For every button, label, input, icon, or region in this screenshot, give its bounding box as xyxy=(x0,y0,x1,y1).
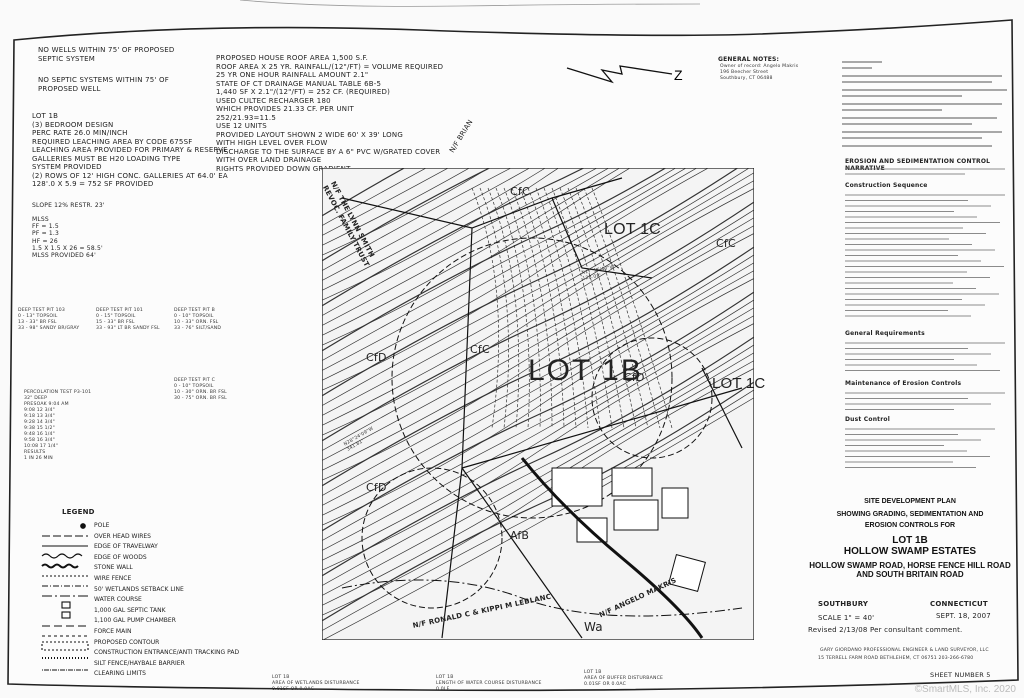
dust-control-lines xyxy=(845,428,995,468)
general-requirements-heading: General Requirements xyxy=(845,330,925,337)
buffer-disturbance-note: LOT 1B AREA OF BUFFER DISTURBANCE 0.01SF… xyxy=(584,670,664,687)
roof-drainage-notes: PROPOSED HOUSE ROOF AREA 1,500 S.F. ROOF… xyxy=(216,54,444,173)
title-road-2: AND SOUTH BRITAIN ROAD xyxy=(856,570,964,579)
site-plan-map xyxy=(322,168,754,640)
title-revised: Revised 2/13/08 Per consultant comment. xyxy=(808,626,963,634)
lot-1b-label: LOT 1B xyxy=(528,354,643,387)
maintenance-lines xyxy=(845,392,1005,410)
title-scale: SCALE 1" = 40' xyxy=(818,614,875,622)
legend-item: WIRE FENCE xyxy=(94,575,132,582)
legend-item: EDGE OF WOODS xyxy=(94,553,147,561)
title-road-1: HOLLOW SWAMP ROAD, HORSE FENCE HILL ROAD xyxy=(809,561,1011,570)
construction-sequence-heading: Construction Sequence xyxy=(845,182,928,189)
title-lot: LOT 1B xyxy=(892,535,928,546)
general-notes-text-lines xyxy=(842,61,1007,147)
legend-item: FORCE MAIN xyxy=(94,628,132,635)
legend-item: STONE WALL xyxy=(94,564,133,572)
erosion-narrative-lines xyxy=(845,168,1005,175)
legend-item: 1,100 GAL PUMP CHAMBER xyxy=(94,617,176,625)
soil-cfd-2: CfD xyxy=(366,481,387,494)
test-pit-101: DEEP TEST PIT 101 0 - 15" TOPSOIL 15 - 3… xyxy=(96,308,160,331)
septic-note: NO SEPTIC SYSTEMS WITHIN 75' OF PROPOSED… xyxy=(38,76,169,93)
title-estate: HOLLOW SWAMP ESTATES xyxy=(843,546,977,557)
north-arrow-icon: Z xyxy=(566,65,683,84)
title-line-1: SITE DEVELOPMENT PLAN xyxy=(864,498,956,505)
lot-info-note: LOT 1B (3) BEDROOM DESIGN PERC RATE 26.0… xyxy=(32,112,228,188)
watercourse-disturbance-note: LOT 1B LENGTH OF WATER COURSE DISTURBANC… xyxy=(436,675,542,692)
soil-cfd-3: CfD xyxy=(624,371,645,384)
title-block: SITE DEVELOPMENT PLAN SHOWING GRADING, S… xyxy=(800,498,1020,579)
title-line-3: EROSION CONTROLS FOR xyxy=(864,522,956,529)
legend-symbols xyxy=(41,523,89,671)
wetlands-disturbance-note: LOT 1B AREA OF WETLANDS DISTURBANCE 0.01… xyxy=(272,675,360,692)
legend-item: 50' WETLANDS SETBACK LINE xyxy=(94,585,184,593)
soil-cfc-1: CfC xyxy=(510,185,530,198)
soil-afb: AfB xyxy=(510,529,530,542)
general-notes-heading: GENERAL NOTES: xyxy=(718,56,780,63)
test-pit-b: DEEP TEST PIT B 0 - 10" TOPSOIL 10 - 33"… xyxy=(174,308,222,331)
mlss-note: MLSS FF = 1.5 PF = 1.3 HF = 26 1.5 X 1.5… xyxy=(32,216,103,260)
surveyor-address: 15 TERRELL FARM ROAD BETHLEHEM, CT 06751… xyxy=(818,656,974,661)
lot-1c-label-north: LOT 1C xyxy=(604,221,661,238)
sheet-number: SHEET NUMBER 5 xyxy=(930,671,991,679)
title-line-2: SHOWING GRADING, SEDIMENTATION AND xyxy=(836,511,984,518)
legend-item: PROPOSED CONTOUR xyxy=(94,638,160,646)
legend-item: SILT FENCE/HAYBALE BARRIER xyxy=(94,659,185,667)
legend-item: OVER HEAD WIRES xyxy=(94,532,151,540)
legend-item: WATER COURSE xyxy=(94,596,142,604)
svg-text:Z: Z xyxy=(674,67,683,83)
wells-note: NO WELLS WITHIN 75' OF PROPOSED SEPTIC S… xyxy=(38,46,175,63)
slope-note: SLOPE 12% RESTR. 23' xyxy=(32,202,105,209)
legend-title: LEGEND xyxy=(62,508,95,516)
title-state: CONNECTICUT xyxy=(930,600,988,608)
watermark: ©SmartMLS, Inc. 2020 xyxy=(914,684,1016,695)
dust-control-heading: Dust Control xyxy=(845,416,890,423)
legend-item: CONSTRUCTION ENTRANCE/ANTI TRACKING PAD xyxy=(94,649,240,657)
soil-cfd-1: CfD xyxy=(366,351,387,364)
test-pit-c: DEEP TEST PIT C 0 - 10" TOPSOIL 10 - 30"… xyxy=(174,378,227,401)
general-requirements-lines xyxy=(845,342,1005,371)
legend-item: CLEARING LIMITS xyxy=(94,670,146,678)
surveyor-name: GARY GIORDANO PROFESSIONAL ENGINEER & LA… xyxy=(820,648,989,653)
soil-cfc-2: CfC xyxy=(470,343,490,356)
soil-cfc-3: CfC xyxy=(716,237,736,250)
title-date: SEPT. 18, 2007 xyxy=(936,612,991,620)
percolation-test: PERCOLATION TEST P3-101 32" DEEP PRESOAK… xyxy=(24,390,92,461)
maintenance-heading: Maintenance of Erosion Controls xyxy=(845,380,962,387)
legend-item: POLE xyxy=(94,522,110,529)
construction-sequence-lines xyxy=(845,194,1005,317)
legend-item: 1,000 GAL SEPTIC TANK xyxy=(94,606,166,614)
legend-item: EDGE OF TRAVELWAY xyxy=(94,543,158,551)
lot-1c-label-east: LOT 1C xyxy=(712,375,766,392)
soil-wa: Wa xyxy=(584,620,603,634)
title-town: SOUTHBURY xyxy=(818,600,869,608)
test-pit-103: DEEP TEST PIT 103 0 - 13" TOPSOIL 13 - 3… xyxy=(18,308,80,331)
owner-of-record: Owner of record: Angelo Makris 196 Beech… xyxy=(720,64,799,81)
